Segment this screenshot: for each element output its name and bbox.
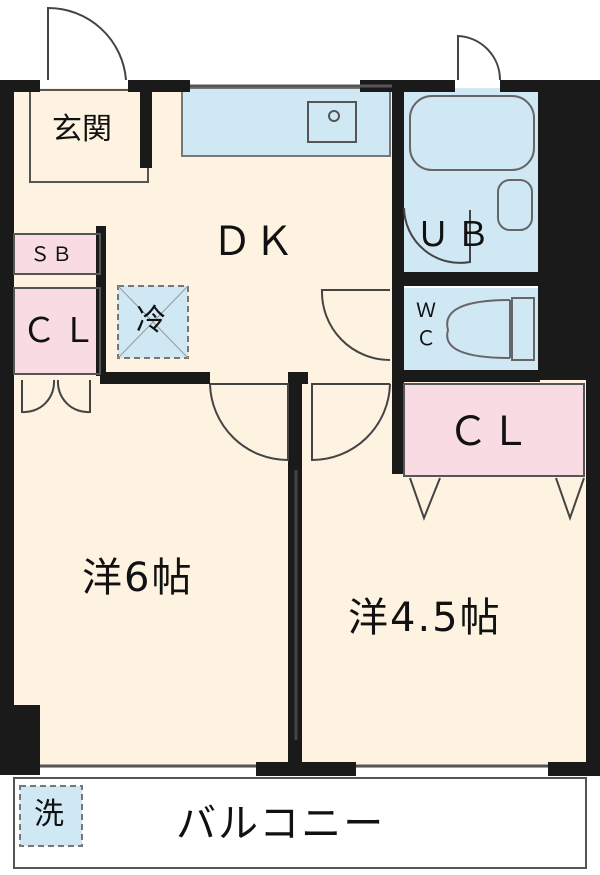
closet-left-label: ＣＬ [22,311,102,351]
closet-right-label: ＣＬ [448,409,532,455]
ub-label: ＵＢ [416,215,496,255]
wall-closet-left [392,382,404,474]
laundry-label: 洗 [34,797,64,832]
sb-floor [14,234,100,274]
sb-outline [13,233,101,275]
wall-wc-bottom [392,370,540,382]
wall-left [0,80,14,770]
door-bath [457,34,502,81]
door-dk [320,289,391,361]
wall-top-mid [128,80,190,92]
wall-right [538,80,600,380]
fridge-label: 冷 [136,303,166,338]
entrance-label: 玄関 [52,112,112,147]
wc-label-w: Ｗ [416,298,438,322]
fridge-cross-b [117,285,189,359]
door-closet-left [21,379,91,414]
closet-left-floor [14,288,100,374]
western-6-label: 洋6帖 [82,555,194,601]
walls [0,80,600,776]
toilet [446,299,511,359]
bath-fixtures [409,95,535,361]
balcony-label: バルコニー [176,801,386,847]
wall-entrance [140,88,152,168]
door-closet-right [409,477,585,522]
sink-drain [328,110,340,122]
door-room45 [311,383,391,462]
wall-top-left [0,80,40,92]
wall-center-h [100,372,210,384]
wall-right-lower [586,380,600,770]
sink [307,101,357,143]
doors [21,6,585,740]
partitions [13,84,585,768]
kitchen-counter [181,87,391,157]
closet-left-outline [13,287,101,375]
wall-bottom-mid [256,762,356,776]
wall-bath-wc [392,272,540,286]
door-entrance [47,6,127,81]
closet-right-floor [404,384,584,476]
wall-bottom-right [548,762,600,776]
wc-label-c: Ｃ [416,326,438,350]
door-ub [403,207,471,264]
wall-wc-left [392,286,404,384]
toilet-tank [511,297,535,361]
western-6-floor [12,378,302,768]
western-45-label: 洋4.5帖 [348,595,502,641]
laundry-space [19,785,83,847]
wall-bottom-left [0,705,40,775]
closet-right-outline [403,383,585,477]
door-room6 [209,383,289,462]
sb-label: ＳＢ [30,242,74,266]
washbasin [497,179,533,231]
dk-label: ＤＫ [212,219,296,265]
balcony [13,777,587,869]
wall-bath-left [392,80,404,280]
bathtub [409,95,535,171]
wall-top-right [360,80,455,92]
balcony-area [13,777,587,869]
